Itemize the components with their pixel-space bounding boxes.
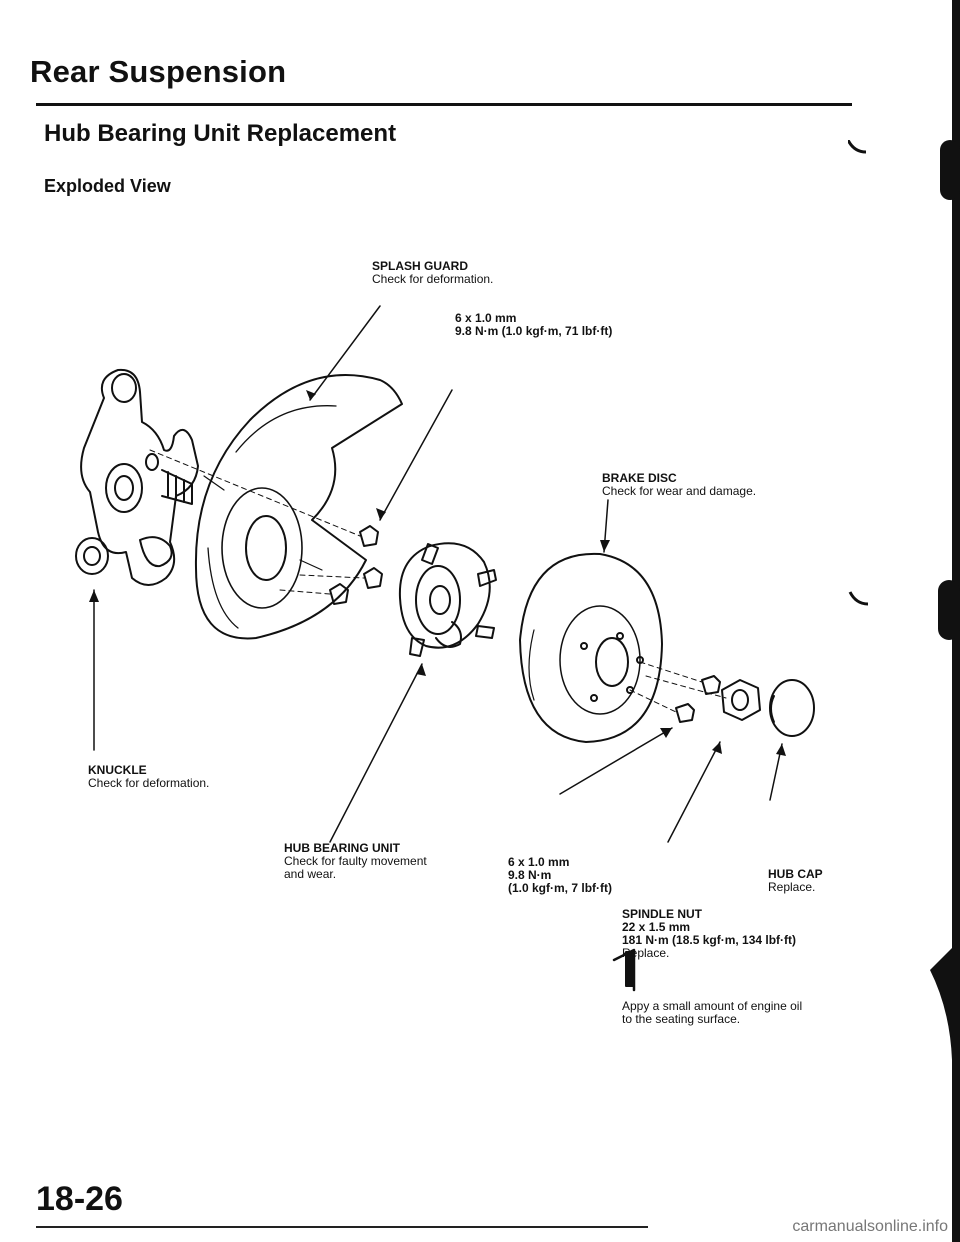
knuckle-label: KNUCKLE [88, 763, 147, 777]
splash-bolt-callout: 6 x 1.0 mm 9.8 N·m (1.0 kgf·m, 71 lbf·ft… [455, 312, 612, 338]
hub-bearing-callout: HUB BEARING UNIT Check for faulty moveme… [284, 842, 427, 881]
disc-screw-callout: 6 x 1.0 mm 9.8 N·m (1.0 kgf·m, 7 lbf·ft) [508, 856, 612, 895]
header-rule [36, 103, 852, 106]
brake-disc-note: Check for wear and damage. [602, 484, 757, 498]
splash-guard-illustration [194, 374, 403, 640]
section-title: Rear Suspension [30, 54, 287, 89]
brake-disc-callout: BRAKE DISC Check for wear and damage. [602, 472, 756, 498]
spindle-nut-callout: SPINDLE NUT 22 x 1.5 mm 181 N·m (18.5 kg… [622, 908, 796, 960]
hub-bearing-illustration [398, 542, 497, 657]
knuckle-illustration [75, 368, 199, 586]
knuckle-note: Check for deformation. [88, 776, 210, 790]
spindle-nut-note: Replace. [622, 946, 670, 960]
hub-bearing-note-1: Check for faulty movement [284, 854, 427, 868]
hub-bearing-note-2: and wear. [284, 867, 337, 881]
oil-note-line-1: Appy a small amount of engine oil [622, 999, 803, 1013]
watermark-text: carmanualsonline.info [792, 1218, 948, 1235]
splash-guard-bolts [329, 525, 383, 605]
hub-cap-illustration [769, 679, 815, 737]
spindle-nut-label: SPINDLE NUT [622, 907, 703, 921]
spindle-nut-illustration [721, 679, 761, 721]
brake-disc-label: BRAKE DISC [602, 471, 677, 485]
splash-bolt-size: 6 x 1.0 mm [455, 311, 517, 325]
oil-note-line-2: to the seating surface. [622, 1012, 741, 1026]
oil-note-callout: Appy a small amount of engine oil to the… [622, 1000, 802, 1026]
binder-tab-marks [848, 140, 869, 606]
spindle-nut-size: 22 x 1.5 mm [622, 920, 691, 934]
brake-disc-illustration [519, 552, 663, 743]
hub-cap-label: HUB CAP [768, 867, 823, 881]
disc-screw-torque-2: (1.0 kgf·m, 7 lbf·ft) [508, 881, 612, 895]
hub-cap-callout: HUB CAP Replace. [768, 868, 823, 894]
disc-screw-size: 6 x 1.0 mm [508, 855, 570, 869]
disc-screw-torque-1: 9.8 N·m [508, 868, 552, 882]
splash-bolt-torque: 9.8 N·m (1.0 kgf·m, 71 lbf·ft) [455, 324, 613, 338]
disc-screws [675, 675, 721, 723]
procedure-title: Hub Bearing Unit Replacement [44, 120, 397, 147]
splash-guard-note: Check for deformation. [372, 272, 494, 286]
view-title: Exploded View [44, 176, 171, 196]
hub-cap-note: Replace. [768, 880, 816, 894]
hub-bearing-label: HUB BEARING UNIT [284, 841, 400, 855]
binder-edge-marks [930, 0, 960, 1242]
knuckle-callout: KNUCKLE Check for deformation. [88, 764, 209, 790]
spindle-nut-torque: 181 N·m (18.5 kgf·m, 134 lbf·ft) [622, 933, 797, 947]
page-number: 18-26 [36, 1180, 123, 1218]
oil-can-icon [612, 948, 636, 992]
splash-guard-callout: SPLASH GUARD Check for deformation. [372, 260, 493, 286]
footer-rule [36, 1226, 648, 1228]
splash-guard-label: SPLASH GUARD [372, 259, 469, 273]
